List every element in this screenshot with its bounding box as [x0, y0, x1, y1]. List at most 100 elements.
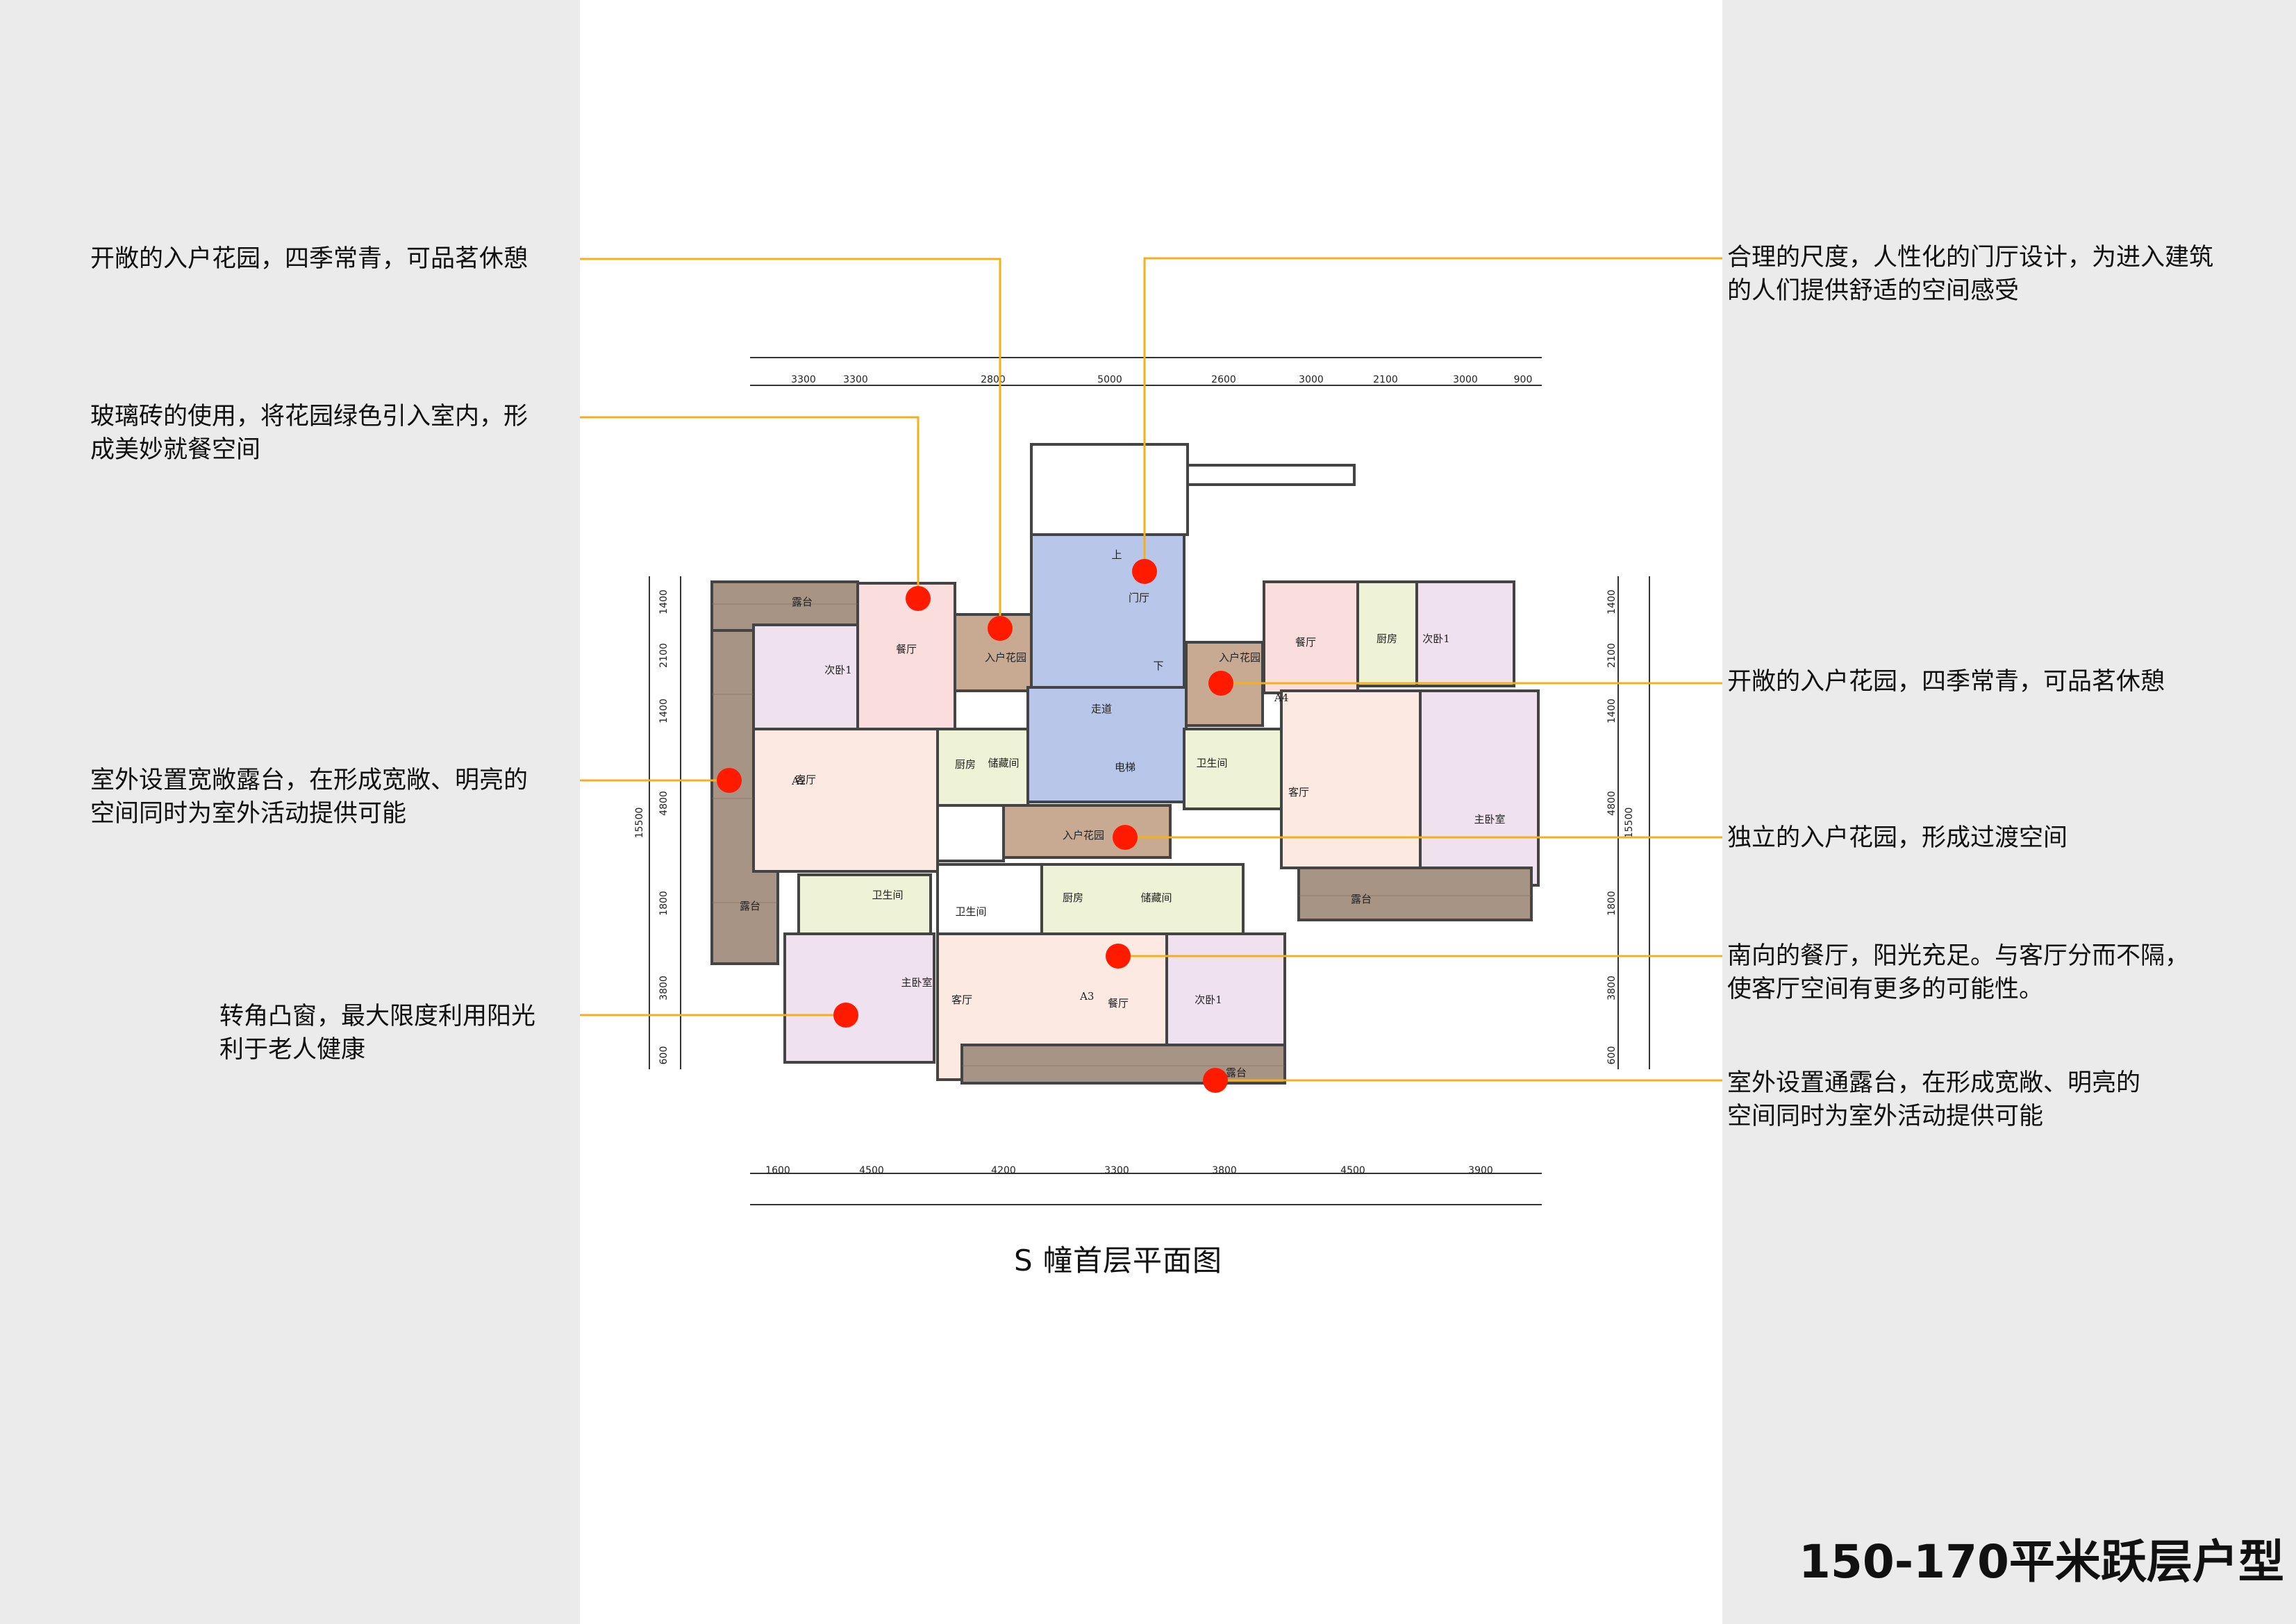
living-a4	[1280, 689, 1422, 869]
hall	[1030, 533, 1186, 689]
room-label-bedroom-10: 次卧1	[1422, 633, 1450, 645]
room-label-storage-16: 储藏间	[988, 757, 1019, 769]
room-label-terrace-21: 露台	[740, 900, 760, 912]
dim-left-0: 1400	[658, 589, 669, 614]
dim-top-8: 900	[1514, 374, 1533, 385]
unit-label-a3: A3	[1079, 990, 1094, 1003]
room-label-kitchen-15: 厨房	[955, 758, 976, 771]
marker-garden-a4	[1208, 671, 1233, 696]
annotation-left-4: 转角凸窗，最大限度利用阳光 利于老人健康	[219, 1003, 536, 1064]
dim-left-5: 3800	[658, 976, 669, 1001]
dim-left-6: 600	[658, 1046, 669, 1065]
room-label-terrace-28: 露台	[1226, 1066, 1247, 1079]
room-label-dining-2: 餐厅	[896, 643, 917, 655]
entry-steps	[1030, 443, 1189, 536]
room-label-dining-26: 餐厅	[1108, 997, 1129, 1010]
room-label-corridor-5: 走道	[1091, 703, 1112, 715]
room-label-kitchen-9: 厨房	[1376, 633, 1397, 645]
room-label-dining-8: 餐厅	[1295, 636, 1316, 648]
room-label-terrace-13: 露台	[1351, 893, 1372, 905]
garden-center	[1002, 804, 1172, 859]
dim-top-2: 2800	[981, 374, 1006, 385]
kitchen-a2	[936, 728, 1029, 807]
kitchen-a3	[1040, 863, 1245, 935]
marker-dining-a2	[906, 586, 931, 611]
dim-bottom-4: 3800	[1212, 1165, 1237, 1176]
marker-terrace-left	[717, 768, 742, 793]
bedroom-a3	[1165, 932, 1286, 1046]
room-label-master-20: 主卧室	[901, 976, 932, 989]
dim-right-3: 4800	[1606, 791, 1617, 816]
unit-label-a4: A4	[1274, 692, 1288, 704]
dim-bottom-6: 3900	[1468, 1165, 1493, 1176]
dim-top-7: 3000	[1453, 374, 1478, 385]
markers	[717, 559, 1233, 1093]
room-label-garden-7: 入户花园	[1219, 651, 1261, 664]
unit-label-a2: A2	[791, 775, 806, 787]
dim-bottom-1: 4500	[859, 1165, 884, 1176]
dim-left-2: 1400	[658, 698, 669, 723]
room-label-kitchen-22: 厨房	[1063, 891, 1083, 904]
room-label-storage-23: 储藏间	[1140, 891, 1172, 904]
stair-left	[936, 804, 1005, 862]
room-label-down-30: 下	[1153, 660, 1163, 672]
room-label-living-25: 客厅	[951, 994, 972, 1006]
dim-right-1: 2100	[1606, 643, 1617, 668]
hall-corridor	[1026, 686, 1188, 803]
annotation-left-2: 玻璃砖的使用，将花园绿色引入室内，形 成美妙就餐空间	[90, 403, 529, 464]
room-label-master-12: 主卧室	[1474, 813, 1505, 826]
dim-right-5: 3800	[1606, 976, 1617, 1001]
leader-lines	[580, 257, 1722, 1082]
marker-garden-center	[1113, 825, 1138, 850]
dim-total-right: 15500	[1624, 807, 1635, 839]
bedroom-a4	[1415, 580, 1515, 687]
room-label-bedroom-27: 次卧1	[1195, 994, 1222, 1006]
room-label-living-11: 客厅	[1288, 786, 1309, 798]
terrace-a3	[960, 1044, 1286, 1085]
dining-a4	[1263, 580, 1359, 694]
plan-caption: S 幢首层平面图	[1014, 1244, 1223, 1278]
annotation-right-1: 合理的尺度，人性化的门厅设计，为进入建筑 的人们提供舒适的空间感受	[1727, 244, 2214, 305]
annotation-right-2: 开敞的入户花园，四季常青，可品茗休憩	[1727, 668, 2165, 696]
dim-left-4: 1800	[658, 891, 669, 916]
marker-bay-window	[833, 1003, 858, 1028]
annotation-right-4: 南向的餐厅，阳光充足。与客厅分而不隔， 使客厅空间有更多的可能性。	[1727, 942, 2190, 1003]
room-label-elev-6: 电梯	[1115, 761, 1135, 773]
dim-bottom-2: 4200	[991, 1165, 1016, 1176]
annotation-left-1: 开敞的入户花园，四季常青，可品茗休憩	[90, 245, 529, 273]
marker-hall	[1132, 559, 1157, 584]
dim-top-0: 3300	[791, 374, 816, 385]
bath-a4	[1183, 728, 1283, 810]
marker-garden-a2	[988, 616, 1013, 641]
dining-a2	[856, 582, 956, 734]
dim-top-4: 2600	[1211, 374, 1236, 385]
dim-right-2: 1400	[1606, 698, 1617, 723]
dim-top-6: 2100	[1373, 374, 1398, 385]
living-a2	[752, 728, 939, 873]
bath-a2	[797, 873, 932, 939]
bedroom-a2-south	[783, 932, 935, 1064]
dim-right-0: 1400	[1606, 589, 1617, 614]
dim-bottom-3: 3300	[1104, 1165, 1129, 1176]
dim-top-1: 3300	[843, 374, 868, 385]
marker-terrace-a3	[1203, 1068, 1228, 1093]
dim-top-5: 3000	[1299, 374, 1324, 385]
room-labels: 露台次卧1餐厅入户花园门厅走道电梯入户花园餐厅厨房次卧1客厅主卧室露台客厅厨房储…	[740, 549, 1506, 1079]
page-title: 150-170平米跃层户型	[1799, 1535, 2284, 1589]
stair-a3	[936, 863, 1043, 935]
kitchen-a4	[1356, 580, 1418, 687]
dim-right-4: 1800	[1606, 891, 1617, 916]
bedroom-a2	[752, 623, 859, 732]
room-label-garden-17: 入户花园	[1063, 829, 1104, 842]
room-label-hall-4: 门厅	[1129, 592, 1149, 604]
room-label-bath-18: 卫生间	[1196, 757, 1227, 769]
master-a4	[1419, 689, 1540, 887]
plan-outline	[649, 357, 1650, 1205]
dim-bottom-0: 1600	[765, 1165, 790, 1176]
annotation-right-3: 独立的入户花园，形成过渡空间	[1727, 824, 2068, 852]
entry-ramp	[1186, 464, 1356, 486]
dim-bottom-5: 4500	[1340, 1165, 1365, 1176]
room-label-terrace-0: 露台	[792, 596, 813, 608]
